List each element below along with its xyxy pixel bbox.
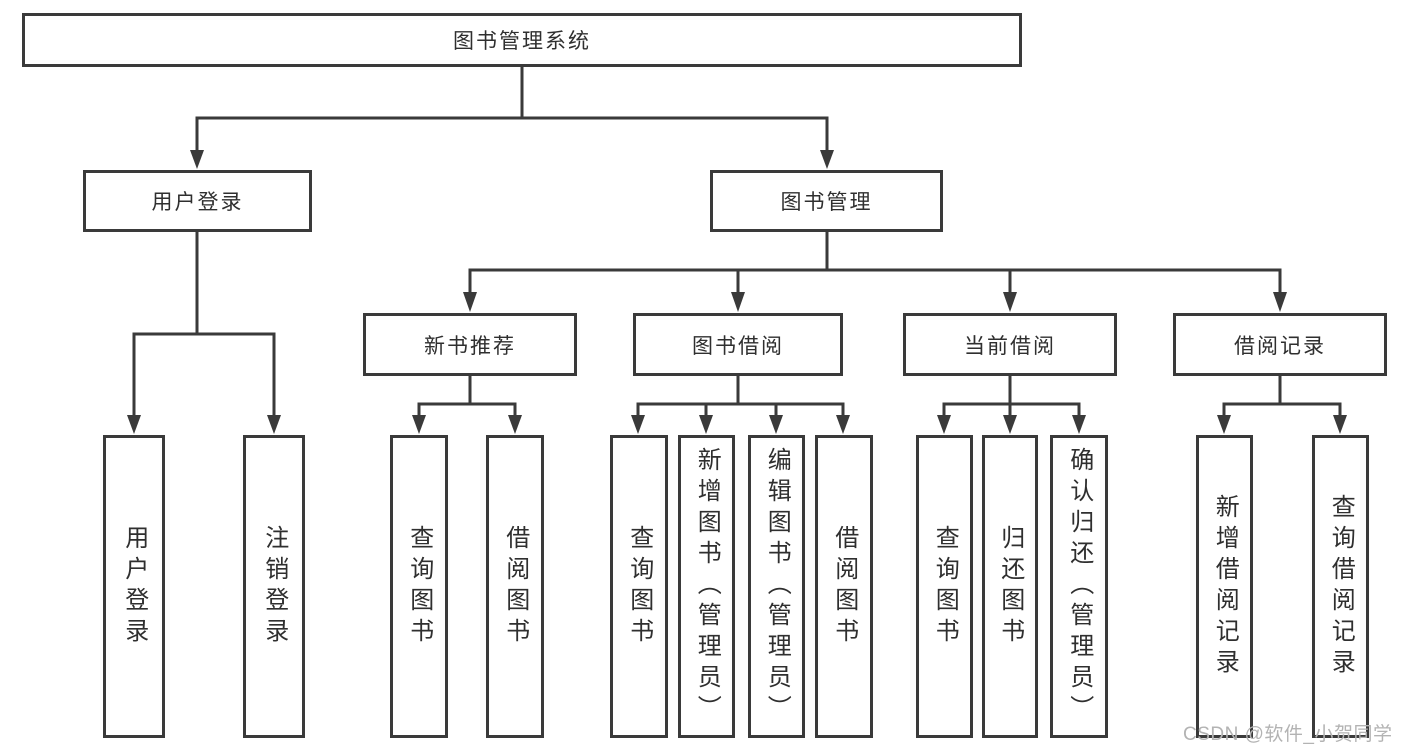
leaf-label: 查询图书 — [931, 524, 959, 649]
leaf-add-borrow-record: 新增借阅记录 — [1196, 435, 1253, 738]
leaf-label: 借阅图书 — [501, 524, 529, 649]
node-label: 图书管理 — [780, 191, 873, 214]
leaf-query-books-borrowing: 查询图书 — [610, 435, 668, 738]
node-label: 图书管理系统 — [453, 30, 591, 53]
leaf-label: 查询图书 — [405, 524, 433, 649]
leaf-add-books-admin: 新增图书（管理员） — [678, 435, 735, 738]
leaf-user-login: 用户登录 — [103, 435, 165, 738]
leaf-edit-books-admin: 编辑图书（管理员） — [748, 435, 805, 738]
leaf-label: 确认归还（管理员） — [1065, 447, 1093, 726]
leaf-label: 新增图书（管理员） — [693, 447, 721, 726]
node-label: 用户登录 — [151, 191, 244, 214]
node-label: 当前借阅 — [964, 334, 1056, 358]
leaf-label: 查询图书 — [625, 524, 653, 649]
node-book-borrowing: 图书借阅 — [633, 313, 843, 376]
leaf-query-borrow-record: 查询借阅记录 — [1312, 435, 1369, 738]
node-label: 新书推荐 — [424, 334, 516, 358]
node-new-book-recommendation: 新书推荐 — [363, 313, 577, 376]
node-borrowing-records: 借阅记录 — [1173, 313, 1387, 376]
watermark: CSDN @软件_小贺同学 — [1183, 724, 1393, 745]
node-book-management: 图书管理 — [710, 170, 943, 232]
leaf-label: 用户登录 — [120, 524, 148, 649]
leaf-query-books-current: 查询图书 — [916, 435, 973, 738]
leaf-label: 编辑图书（管理员） — [763, 447, 791, 726]
node-label: 借阅记录 — [1234, 334, 1326, 358]
leaf-confirm-return-admin: 确认归还（管理员） — [1050, 435, 1108, 738]
leaf-borrow-books: 借阅图书 — [815, 435, 873, 738]
node-user-login-branch: 用户登录 — [83, 170, 312, 232]
leaf-borrow-books-recommend: 借阅图书 — [486, 435, 544, 738]
leaf-label: 查询借阅记录 — [1327, 493, 1355, 680]
leaf-label: 新增借阅记录 — [1211, 493, 1239, 680]
leaf-return-books: 归还图书 — [982, 435, 1038, 738]
node-library-management-system: 图书管理系统 — [22, 13, 1022, 67]
leaf-label: 注销登录 — [260, 524, 288, 649]
leaf-label: 归还图书 — [996, 524, 1024, 649]
node-label: 图书借阅 — [692, 334, 784, 358]
leaf-query-books-recommend: 查询图书 — [390, 435, 448, 738]
leaf-logout-login: 注销登录 — [243, 435, 305, 738]
leaf-label: 借阅图书 — [830, 524, 858, 649]
node-current-borrowing: 当前借阅 — [903, 313, 1117, 376]
